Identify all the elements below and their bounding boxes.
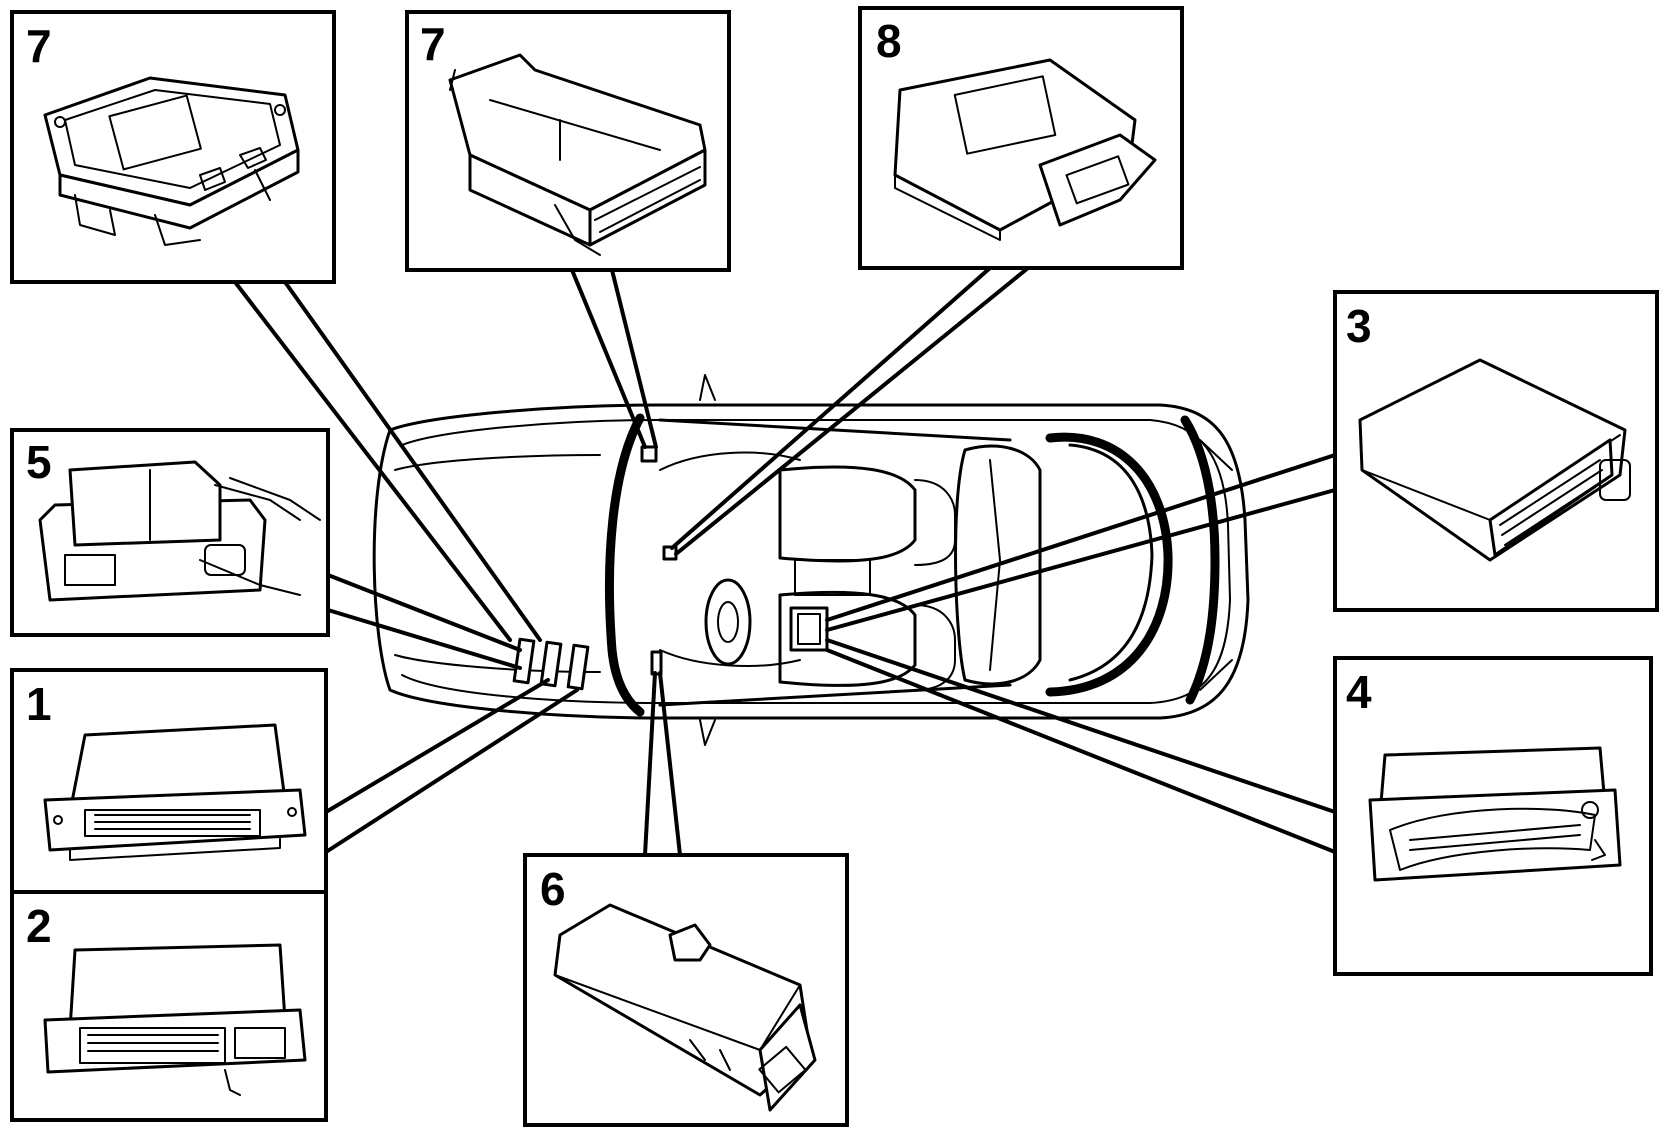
module-8-marker	[662, 545, 678, 561]
car-top-view	[372, 374, 1250, 746]
module-7b-marker	[640, 445, 658, 463]
callout-3: 3	[1346, 300, 1372, 352]
module-box-4: 4	[1333, 656, 1653, 976]
module-6-marker	[650, 650, 663, 676]
module-box-7-airbag: 7	[10, 10, 336, 284]
callout-7b: 7	[420, 18, 446, 70]
module-box-7-second: 7	[405, 10, 731, 272]
module-box-8: 8	[858, 6, 1184, 270]
module-box-2: 2	[10, 890, 328, 1122]
module-box-1: 1	[10, 668, 328, 894]
leader-lines	[233, 266, 1337, 857]
callout-4: 4	[1346, 666, 1372, 718]
callout-5: 5	[26, 436, 52, 488]
callout-2: 2	[26, 900, 52, 952]
module-1-marker	[539, 640, 563, 688]
callout-7a: 7	[26, 20, 52, 72]
callout-6: 6	[540, 863, 566, 915]
module-box-5: 5	[10, 428, 330, 637]
callout-1: 1	[26, 678, 52, 730]
module-2-marker	[566, 643, 590, 691]
module-5-marker	[512, 637, 536, 685]
callout-8: 8	[876, 15, 902, 67]
module-box-3: 3	[1333, 290, 1659, 612]
module-box-6: 6	[523, 853, 849, 1127]
